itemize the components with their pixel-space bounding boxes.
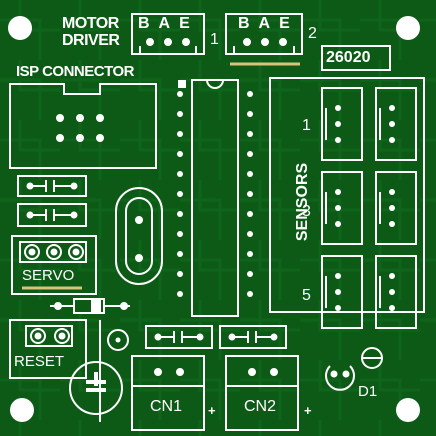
servo-label: SERVO <box>22 267 75 284</box>
motor-driver-label: MOTOR DRIVER <box>62 15 120 49</box>
led-d1 <box>325 347 383 391</box>
mounting-hole-top-right <box>396 16 420 40</box>
capacitor-c3 <box>145 325 213 349</box>
isp-connector <box>9 83 157 169</box>
reset-connector <box>9 319 87 379</box>
mcu-pin <box>247 191 253 197</box>
mcu-pin <box>177 111 183 117</box>
mcu-pin <box>247 211 253 217</box>
power-connector-cn2 <box>225 355 299 431</box>
cn1-label: CN1 <box>150 398 183 415</box>
motor-driver-line1: MOTOR <box>62 15 119 32</box>
sensors-label: SENSORS <box>294 162 311 242</box>
capacitor-c1 <box>17 175 87 197</box>
mcu-pin <box>177 271 183 277</box>
mcu-pin <box>177 131 183 137</box>
capacitor-c2 <box>17 203 87 227</box>
mcu-pin <box>247 131 253 137</box>
mcu-pin <box>177 191 183 197</box>
motor-1-pin-letters: BAE <box>138 15 199 32</box>
mcu-pin <box>177 231 183 237</box>
crystal-oscillator <box>115 187 163 285</box>
mcu-pin <box>177 171 183 177</box>
mcu-pin <box>177 291 183 297</box>
mcu-pin-row-right <box>247 91 253 297</box>
servo-connector <box>11 235 97 295</box>
sensor-connector <box>375 255 417 329</box>
mcu-pin <box>247 151 253 157</box>
mcu-pin <box>177 211 183 217</box>
pin-1-marker <box>178 80 186 88</box>
capacitor-c4 <box>219 325 287 349</box>
mcu-pin <box>247 111 253 117</box>
mcu-pin <box>247 171 253 177</box>
mcu-pin <box>177 91 183 97</box>
microcontroller-dip <box>191 79 239 317</box>
sensors-outline <box>269 77 425 313</box>
power-connector-cn1 <box>131 355 205 431</box>
mcu-pin-row-left <box>177 91 183 297</box>
part-number-box <box>321 45 391 71</box>
mcu-pin <box>177 251 183 257</box>
isp-connector-label: ISP CONNECTOR <box>16 63 134 80</box>
sensors-index-3: 3 <box>302 203 311 220</box>
sensor-connectors <box>321 87 417 329</box>
mcu-pin <box>247 91 253 97</box>
mounting-hole-bottom-left <box>10 398 34 422</box>
motor-2-index: 2 <box>308 25 317 42</box>
motor-driver-line2: DRIVER <box>62 32 120 49</box>
cn2-label: CN2 <box>244 398 277 415</box>
sensor-connector <box>375 171 417 245</box>
led-label: D1 <box>358 383 378 400</box>
motor-1-index: 1 <box>210 31 219 48</box>
diode <box>50 298 130 314</box>
mcu-pin <box>247 291 253 297</box>
mounting-hole-top-left <box>8 16 32 40</box>
sensor-connector <box>321 255 363 329</box>
mcu-pin <box>177 151 183 157</box>
motor-connector-1 <box>131 13 205 55</box>
sensors-index-5: 5 <box>302 287 311 304</box>
cn2-polarity: + <box>304 403 312 418</box>
sensor-connector <box>321 171 363 245</box>
sensors-index-1: 1 <box>302 117 311 134</box>
motor-2-pin-letters: BAE <box>238 15 299 32</box>
cn1-polarity: + <box>208 403 216 418</box>
test-point <box>107 329 129 351</box>
mcu-pin <box>247 251 253 257</box>
part-number: 26020 <box>326 49 371 66</box>
mounting-hole-bottom-right <box>396 398 420 422</box>
reset-label: RESET <box>14 353 65 370</box>
sensor-connector <box>321 87 363 161</box>
electrolytic-capacitor <box>69 361 123 415</box>
motor-connector-2 <box>225 13 303 55</box>
sensor-connector <box>375 87 417 161</box>
mcu-pin <box>247 271 253 277</box>
mcu-pin <box>247 231 253 237</box>
